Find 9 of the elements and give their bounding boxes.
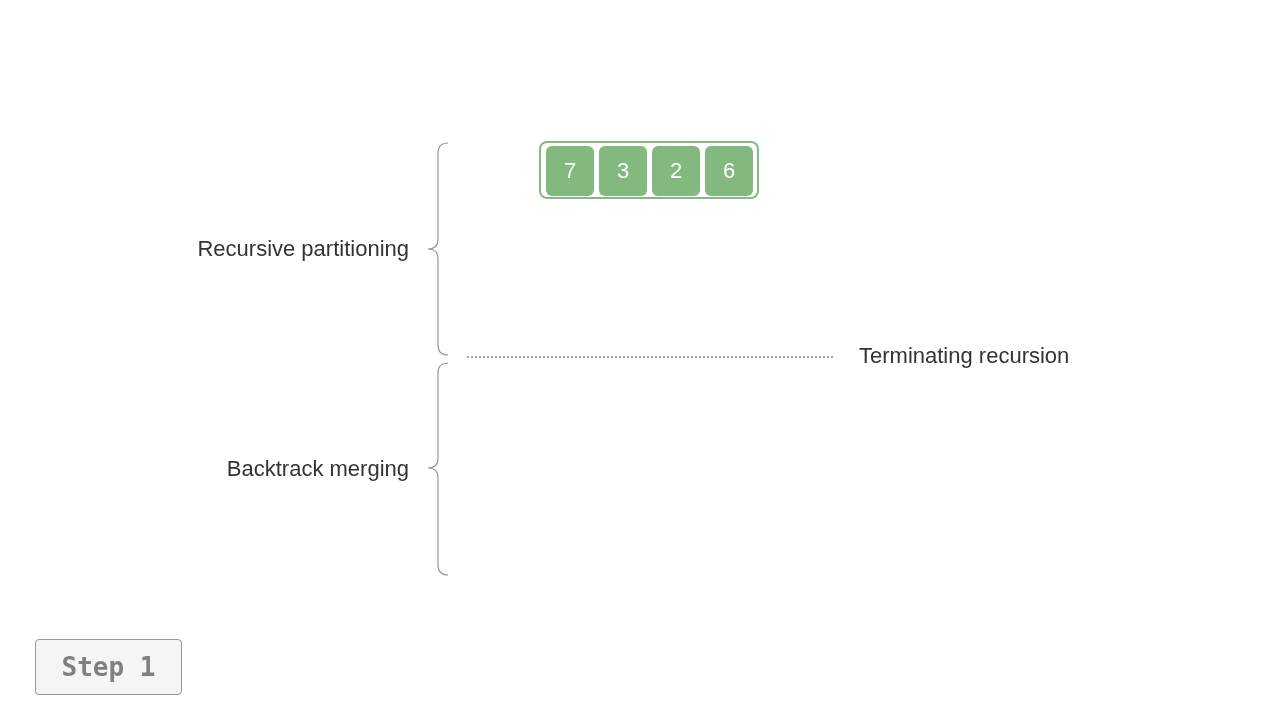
section-label: Recursive partitioning — [197, 238, 409, 260]
array-cell: 3 — [599, 146, 647, 196]
step-badge: Step 1 — [35, 639, 182, 695]
array-cell: 6 — [705, 146, 753, 196]
section-label: Terminating recursion — [859, 345, 1070, 367]
array-cell: 7 — [546, 146, 594, 196]
array-box — [539, 141, 759, 199]
section-label: Backtrack merging — [226, 458, 409, 480]
array-cell: 2 — [652, 146, 700, 196]
